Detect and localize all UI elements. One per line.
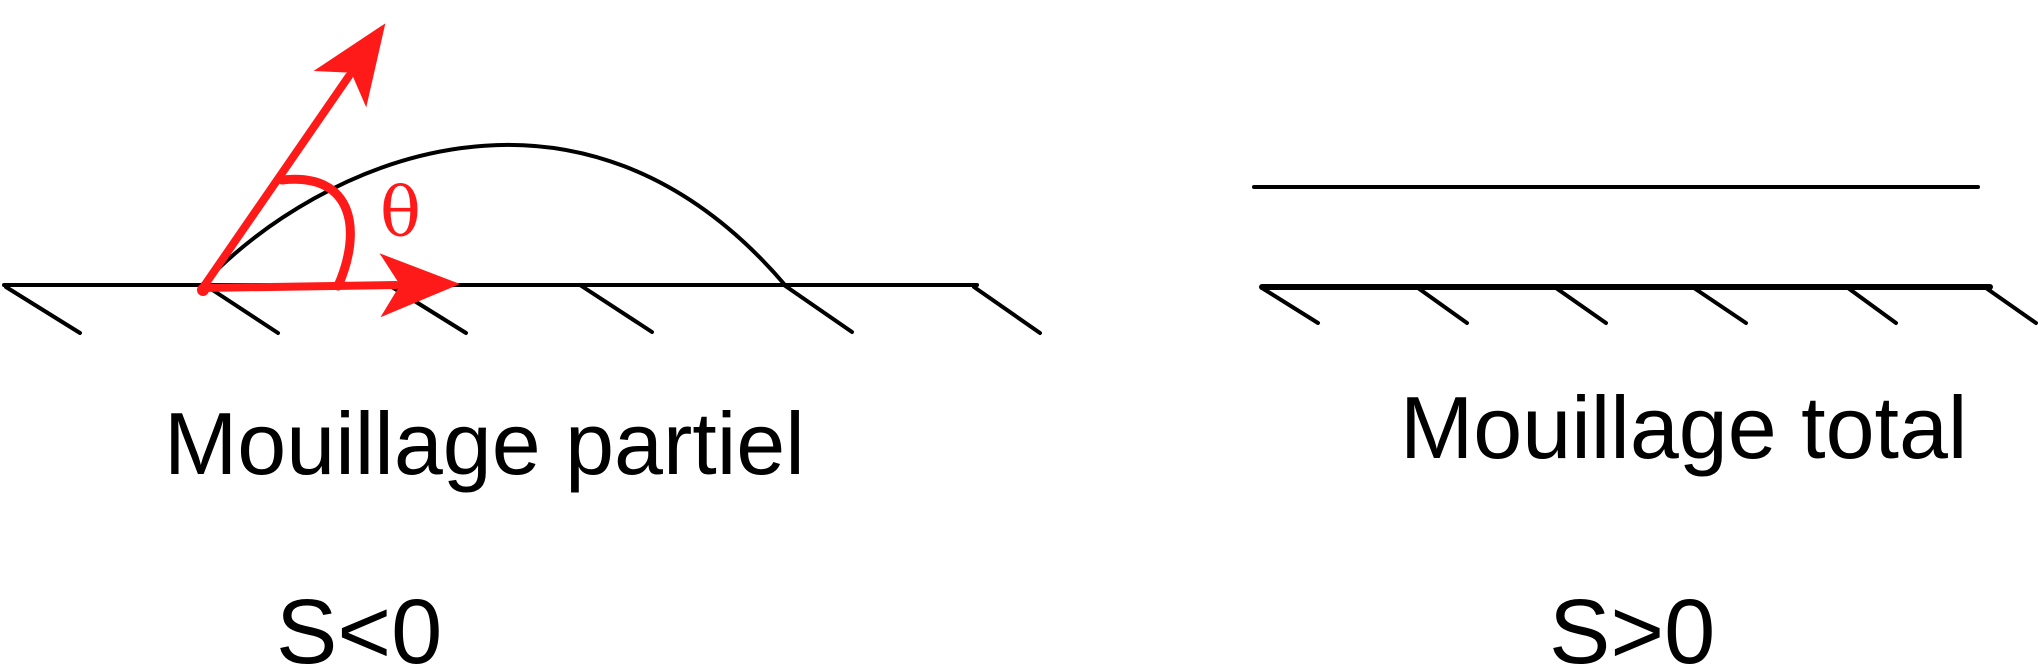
total-substrate-hatching	[1260, 286, 2038, 325]
hatch-mark	[1984, 286, 2038, 325]
partial-substrate-hatching	[4, 283, 1042, 335]
hatch-mark	[390, 285, 468, 335]
hatch-mark	[1416, 286, 1469, 325]
total-wetting-panel: Mouillage total S>0	[1252, 185, 2038, 665]
horizontal-vector-arrow	[198, 253, 460, 318]
partial-wetting-panel: θ Mouillage partiel S<0	[2, 23, 1042, 665]
partial-wetting-condition: S<0	[276, 581, 442, 665]
hatch-mark	[1554, 286, 1608, 325]
hatch-mark	[972, 285, 1042, 335]
total-wetting-caption: Mouillage total	[1400, 378, 1967, 477]
droplet-profile	[200, 142, 787, 287]
hatch-mark	[578, 283, 654, 334]
total-wetting-condition: S>0	[1549, 581, 1715, 665]
hatch-mark	[1846, 286, 1898, 325]
contact-angle-arc	[277, 174, 355, 291]
hatch-mark	[4, 285, 82, 335]
tangent-vector-arrow	[198, 23, 386, 293]
partial-wetting-caption: Mouillage partiel	[164, 394, 805, 493]
hatch-mark	[1260, 286, 1320, 325]
theta-label: θ	[380, 174, 421, 253]
hatch-mark	[782, 283, 854, 334]
contact-point	[197, 284, 209, 296]
hatch-mark	[206, 285, 280, 335]
hatch-mark	[1692, 286, 1748, 325]
